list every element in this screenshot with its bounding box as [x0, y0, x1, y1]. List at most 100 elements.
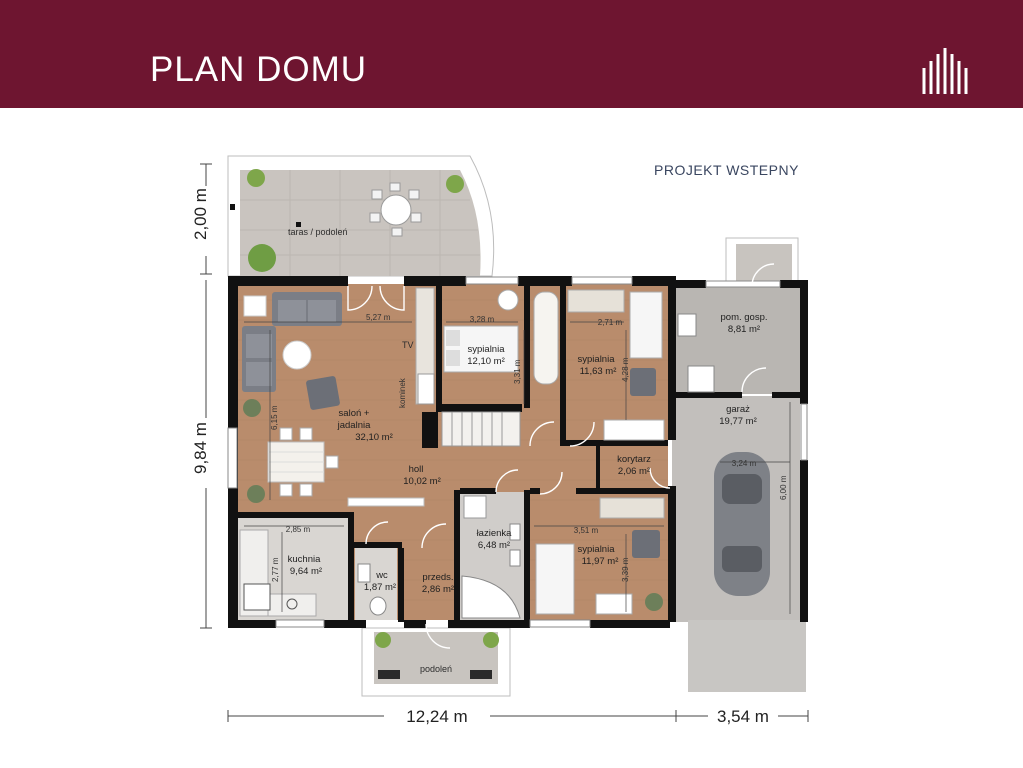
- windows: [227, 276, 808, 628]
- bedroom1-area: 12,10 m²: [467, 356, 505, 367]
- house-depth-dim: 9,84 m: [191, 422, 210, 474]
- fireplace-label: kominek: [398, 377, 407, 408]
- side-table-icon: [243, 295, 267, 317]
- bed-icon: [443, 325, 519, 373]
- armchair-icon: [630, 368, 656, 396]
- kitchen-height-dim: 2,77 m: [271, 557, 280, 582]
- sink-icon: [286, 598, 298, 610]
- hall-area: 10,02 m²: [403, 476, 441, 487]
- vestibule-name: przeds.: [422, 572, 453, 583]
- door-swings: [347, 263, 775, 649]
- header-bar: PLAN DOMU: [0, 0, 1023, 108]
- house-width-dim: 12,24 m: [406, 707, 467, 726]
- terrace-floor: [240, 170, 481, 276]
- sink-icon: [509, 523, 521, 541]
- coffee-table-icon: [282, 340, 312, 370]
- plant-icon: [247, 169, 265, 187]
- fireplace-icon: [417, 373, 435, 405]
- planter-icon: [470, 670, 492, 679]
- wardrobe-icon: [533, 291, 559, 385]
- porch-label: podoleń: [420, 664, 452, 674]
- interior-dimension-lines: [244, 321, 791, 614]
- bedroom1-width-dim: 3,28 m: [470, 315, 495, 324]
- salon-height-dim: 6,15 m: [270, 405, 279, 430]
- planter-icon: [378, 670, 400, 679]
- pillar: [230, 204, 235, 210]
- plant-icon: [483, 632, 499, 648]
- bedroom3-height-dim: 3,39 m: [621, 557, 630, 582]
- project-subtitle: PROJEKT WSTEPNY: [654, 162, 799, 178]
- bed-icon: [629, 291, 663, 359]
- bedroom3-area: 11,97 m²: [582, 556, 619, 567]
- bedroom3-width-dim: 3,51 m: [574, 526, 599, 535]
- armchair-icon: [632, 530, 660, 558]
- wardrobe-icon: [599, 497, 665, 519]
- plant-icon: [248, 244, 276, 272]
- page-title: PLAN DOMU: [150, 50, 368, 89]
- shower-icon: [463, 495, 487, 519]
- driveway: [688, 620, 806, 692]
- garage-name: garaż: [726, 404, 750, 415]
- desk-icon: [497, 289, 519, 311]
- toilet-icon: [369, 596, 387, 616]
- dining-table-icon: [267, 427, 339, 497]
- bedroom2-area: 11,63 m²: [580, 366, 617, 377]
- bathroom-area: 6,48 m²: [478, 540, 510, 551]
- shower-tray-icon: [687, 365, 715, 393]
- garage-width-dim: 3,24 m: [732, 459, 757, 468]
- wardrobe-icon: [567, 289, 625, 313]
- boiler-icon: [677, 313, 697, 337]
- tv-label: TV: [402, 340, 414, 350]
- armchair-icon: [306, 376, 340, 410]
- car-icon: [714, 452, 770, 596]
- corner-sofa-icon: [242, 326, 276, 392]
- bathroom-name: łazienka: [477, 528, 513, 539]
- utility-area: 8,81 m²: [728, 324, 760, 335]
- garage-area: 19,77 m²: [719, 416, 757, 427]
- stove-icon: [243, 583, 271, 611]
- hall-name: holl: [409, 464, 424, 475]
- desk-icon: [595, 593, 633, 615]
- salon-name-2: jadalnia: [337, 420, 371, 431]
- terrace-label: taras / podoleń: [288, 227, 348, 237]
- kitchen-counter-icon: [239, 529, 317, 617]
- wardrobe-icon: [603, 419, 665, 441]
- house-stripes-logo-icon: [922, 48, 968, 94]
- garage-height-dim: 6,00 m: [779, 475, 788, 500]
- kitchen-area: 9,64 m²: [290, 566, 322, 577]
- bedroom1-name: sypialnia: [468, 344, 506, 355]
- stairs-icon: [441, 411, 521, 447]
- plant-icon: [375, 632, 391, 648]
- corridor-name: korytarz: [617, 454, 651, 465]
- sink-icon: [509, 549, 521, 567]
- salon-width-dim: 5,27 m: [366, 313, 391, 322]
- bedroom3-name: sypialnia: [578, 544, 616, 555]
- wc-name: wc: [375, 570, 388, 581]
- pillar: [296, 222, 301, 227]
- corridor-area: 2,06 m²: [618, 466, 650, 477]
- bedroom1-height-dim: 3,31 m: [513, 359, 522, 384]
- kitchen-width-dim: 2,85 m: [286, 525, 311, 534]
- plant-icon: [247, 485, 265, 503]
- wc-area: 1,87 m²: [364, 582, 396, 593]
- garden-table-icon: [369, 182, 422, 237]
- sink-icon: [357, 563, 371, 583]
- bedroom2-height-dim: 4,28 m: [621, 357, 630, 382]
- sideboard-icon: [347, 497, 425, 507]
- garage-total-width-dim: 3,54 m: [717, 707, 769, 726]
- salon-area: 32,10 m²: [355, 432, 393, 443]
- bed-icon: [535, 543, 575, 615]
- bedroom2-name: sypialnia: [578, 354, 616, 365]
- plant-icon: [446, 175, 464, 193]
- plant-icon: [645, 593, 663, 611]
- vestibule-area: 2,86 m²: [422, 584, 454, 595]
- terrace-depth-dim: 2,00 m: [191, 188, 210, 240]
- kitchen-name: kuchnia: [288, 554, 321, 565]
- bedroom2-width-dim: 2,71 m: [598, 318, 623, 327]
- bathtub-icon: [461, 575, 521, 619]
- sofa-icon: [272, 292, 342, 326]
- plant-icon: [243, 399, 261, 417]
- utility-name: pom. gosp.: [721, 312, 768, 323]
- salon-name: saloń +: [339, 408, 370, 419]
